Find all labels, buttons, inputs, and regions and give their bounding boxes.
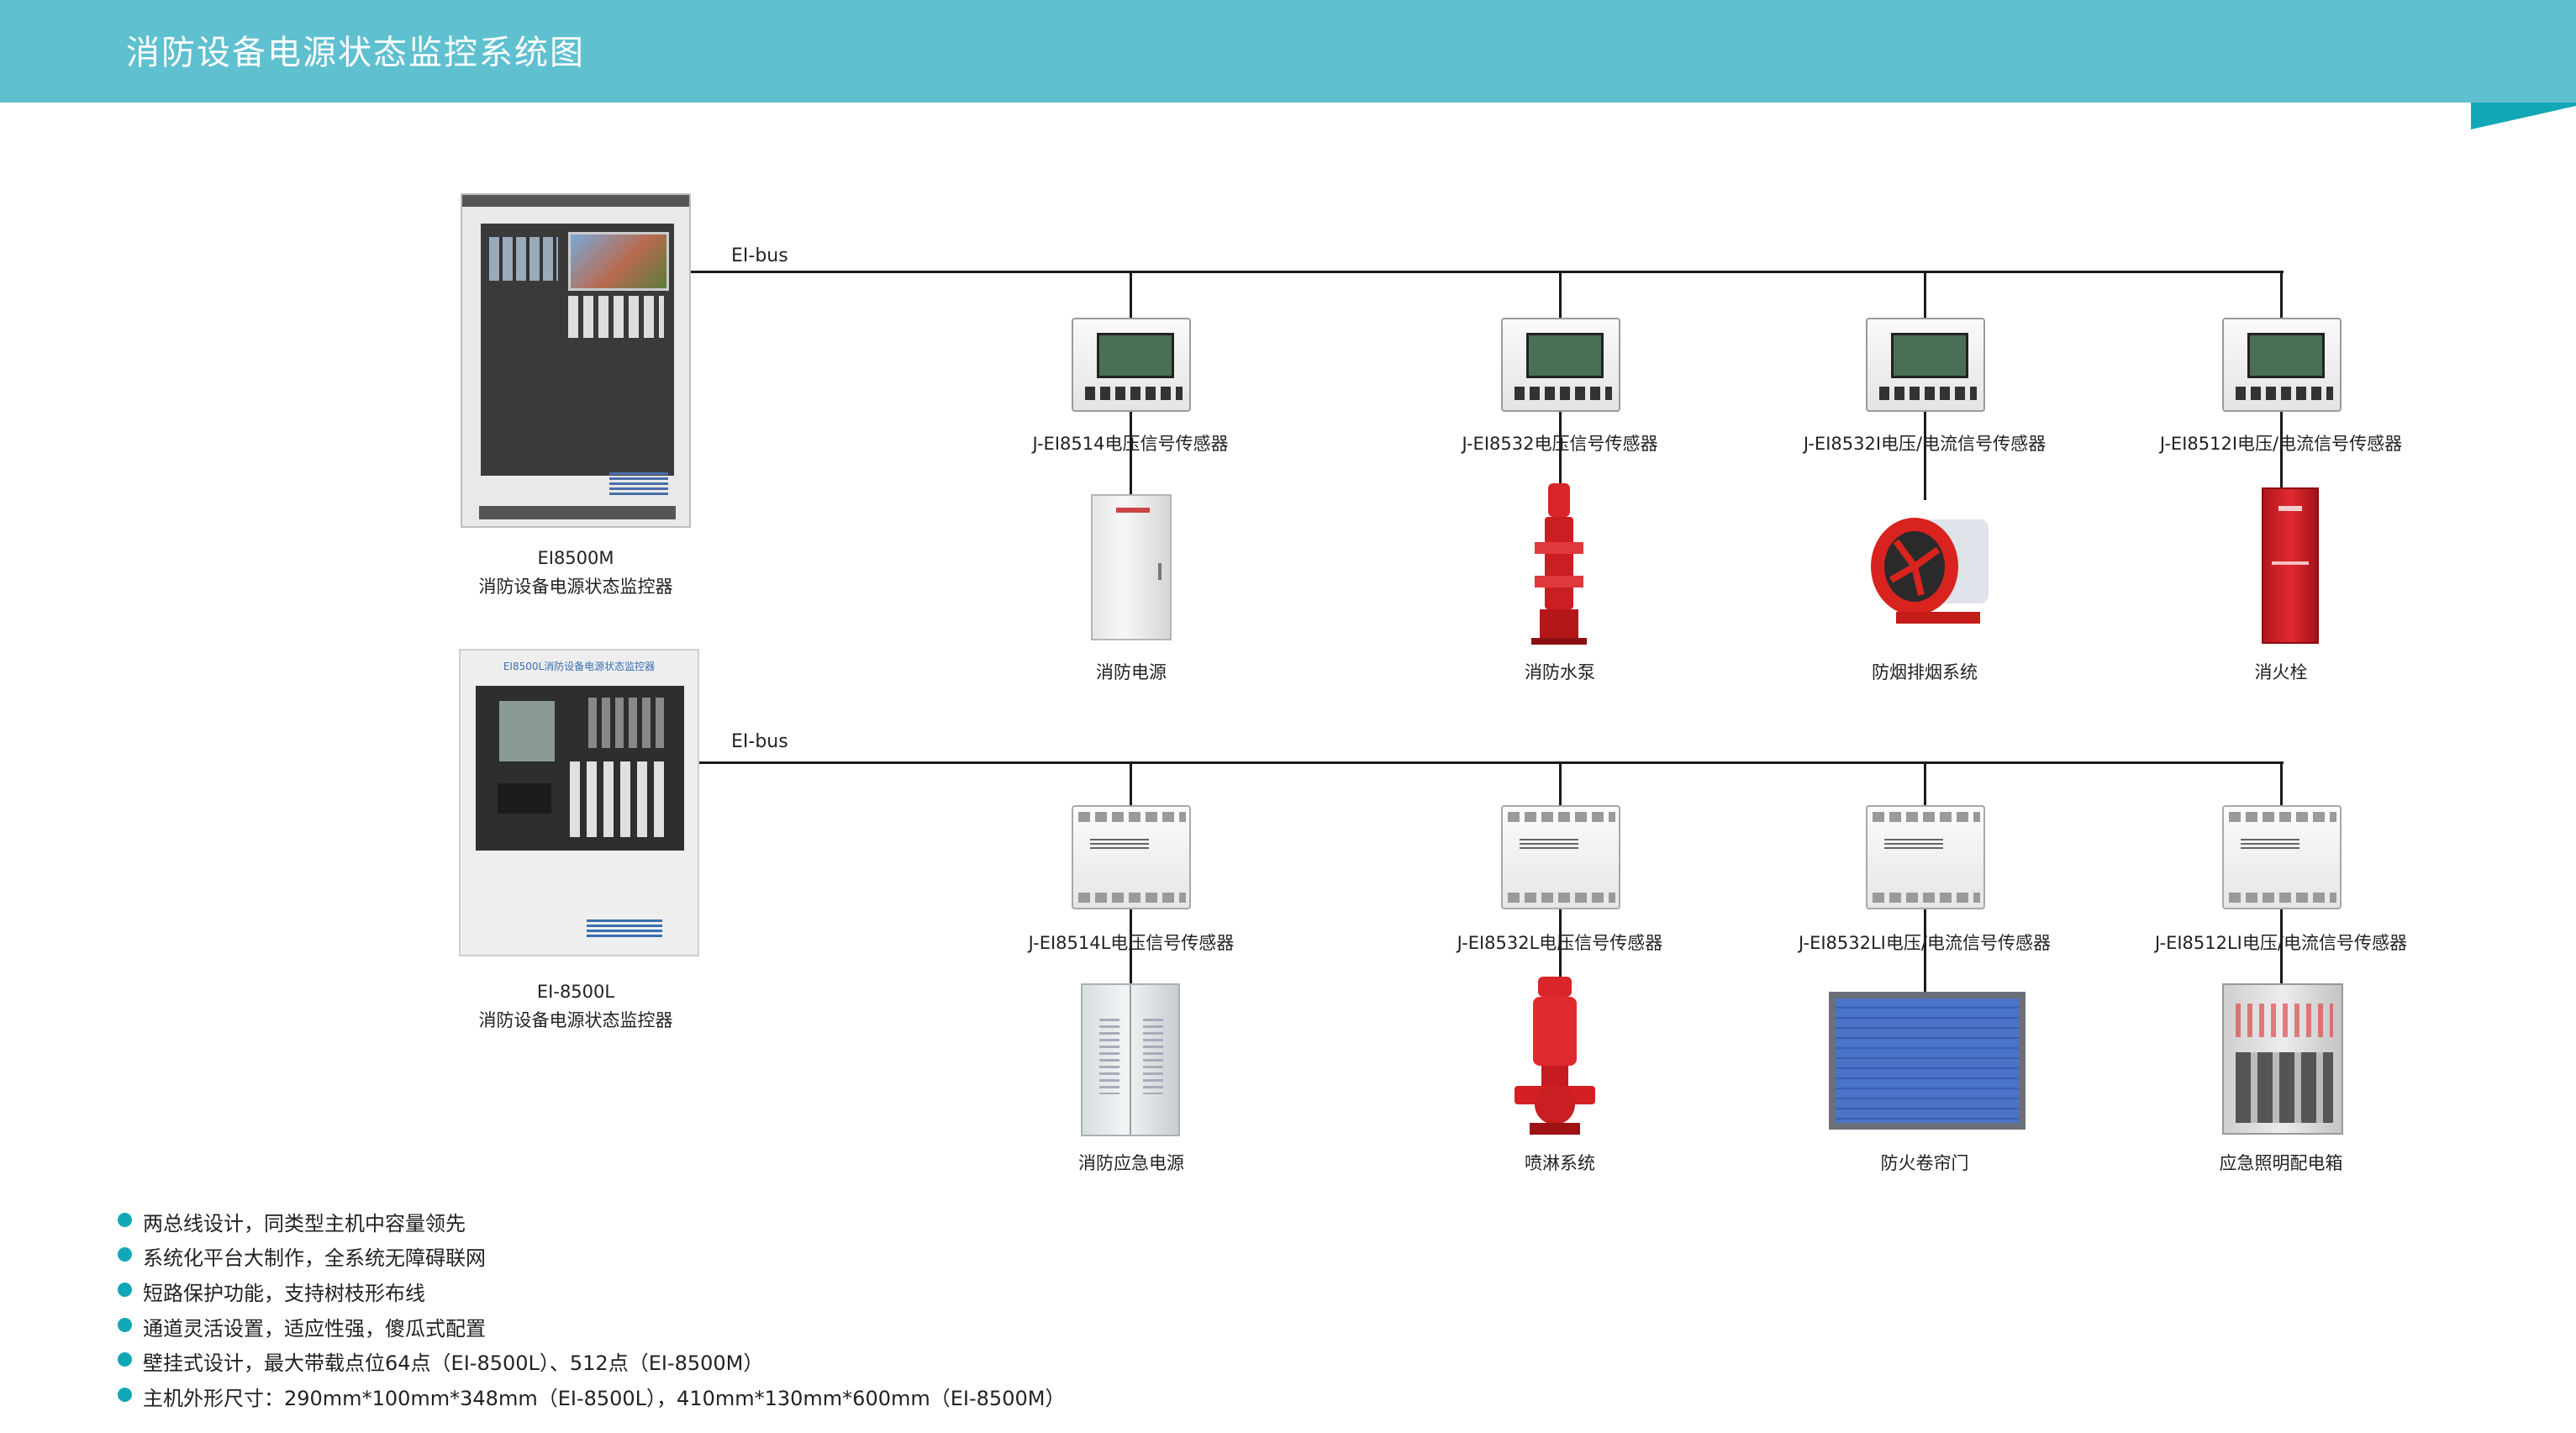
header-bar xyxy=(0,0,2576,103)
bus2-drop-2 xyxy=(1559,761,1562,807)
bus1-drop-2 xyxy=(1559,271,1562,318)
bullet-dot-icon xyxy=(118,1388,132,1402)
bus2-sensor-4-image xyxy=(2222,805,2342,909)
bus1-sensor-3-image xyxy=(1866,318,1985,412)
bus2-sensor-3-label: J-EI8532LI电压/电流信号传感器 xyxy=(1799,933,2051,953)
fire-shutter-door-image xyxy=(1829,992,2026,1130)
bus1-sensor-4-image xyxy=(2222,318,2342,412)
feature-item-6: 主机外形尺寸：290mm*100mm*348mm（EI-8500L），410mm… xyxy=(118,1382,1066,1411)
bullet-dot-icon xyxy=(118,1318,132,1332)
bus1-device-1-label: 消防电源 xyxy=(1096,662,1167,682)
bus2-device-4-label: 应急照明配电箱 xyxy=(2219,1153,2343,1173)
bus2-sensor-1-label: J-EI8514L电压信号传感器 xyxy=(1028,933,1235,953)
bus1-link-4 xyxy=(2280,412,2283,500)
feature-item-1: 两总线设计，同类型主机中容量领先 xyxy=(118,1207,466,1236)
bullet-dot-icon xyxy=(118,1352,132,1367)
bus2-sensor-2-label: J-EI8532L电压信号传感器 xyxy=(1457,933,1663,953)
bus1-device-2-label: 消防水泵 xyxy=(1525,662,1595,682)
bus2-sensor-4-label: J-EI8512LI电压/电流信号传感器 xyxy=(2155,933,2407,953)
bus2-sensor-2-image xyxy=(1501,805,1620,909)
controller-ei8500l-image: EI8500L消防设备电源状态监控器 xyxy=(459,649,699,956)
fire-hydrant-box-image xyxy=(2262,487,2319,644)
fire-pump-image xyxy=(1531,483,1587,645)
feature-item-3: 短路保护功能，支持树枝形布线 xyxy=(118,1277,425,1306)
bus1-label: EI-bus xyxy=(731,245,788,266)
bus1-sensor-1-image xyxy=(1072,318,1191,412)
page-title: 消防设备电源状态监控系统图 xyxy=(126,34,585,72)
bus1-drop-4 xyxy=(2280,271,2283,318)
feature-text: 两总线设计，同类型主机中容量领先 xyxy=(143,1212,466,1235)
bus1-drop-3 xyxy=(1924,271,1926,318)
bus1-drop-1 xyxy=(1130,271,1132,318)
bus1-sensor-2-label: J-EI8532电压信号传感器 xyxy=(1462,434,1658,454)
controller-ei8500l-model: EI-8500L xyxy=(536,982,615,1002)
bus1-link-1 xyxy=(1130,412,1132,500)
bullet-dot-icon xyxy=(118,1283,132,1297)
controller-ei8500l-name: 消防设备电源状态监控器 xyxy=(478,1010,673,1030)
header-corner-accent xyxy=(2471,103,2576,129)
bus2-link-3 xyxy=(1924,909,1926,992)
controller-ei8500l-panel-header: EI8500L消防设备电源状态监控器 xyxy=(503,661,656,672)
bus1-device-3-label: 防烟排烟系统 xyxy=(1872,662,1978,682)
bus1-link-3 xyxy=(1924,412,1926,500)
bus2-drop-1 xyxy=(1130,761,1132,807)
bus1-sensor-2-image xyxy=(1501,318,1620,412)
bus1-sensor-4-label: J-EI8512I电压/电流信号传感器 xyxy=(2159,434,2403,454)
bus2-device-3-label: 防火卷帘门 xyxy=(1880,1153,1969,1173)
bus2-drop-4 xyxy=(2280,761,2283,807)
bus2-sensor-1-image xyxy=(1072,805,1191,909)
feature-text: 通道灵活设置，适应性强，傻瓜式配置 xyxy=(143,1317,486,1341)
bus2-drop-3 xyxy=(1924,761,1926,807)
bus2-device-1-label: 消防应急电源 xyxy=(1078,1153,1184,1173)
controller-ei8500m-name: 消防设备电源状态监控器 xyxy=(478,577,673,597)
feature-item-4: 通道灵活设置，适应性强，傻瓜式配置 xyxy=(118,1312,486,1341)
smoke-exhaust-fan-image xyxy=(1871,518,1989,624)
feature-text: 短路保护功能，支持树枝形布线 xyxy=(143,1282,425,1305)
bus1-sensor-1-label: J-EI8514电压信号传感器 xyxy=(1032,434,1229,454)
sprinkler-pump-image xyxy=(1515,977,1595,1135)
feature-item-2: 系统化平台大制作，全系统无障碍联网 xyxy=(118,1241,486,1271)
bus2-link-1 xyxy=(1130,909,1132,992)
bus2-device-2-label: 喷淋系统 xyxy=(1525,1153,1595,1173)
feature-text: 系统化平台大制作，全系统无障碍联网 xyxy=(143,1246,486,1270)
bus1-link-2 xyxy=(1559,412,1562,500)
bus2-link-2 xyxy=(1559,909,1562,992)
emergency-power-cabinet-image xyxy=(1081,983,1180,1136)
bus1-device-4-label: 消火栓 xyxy=(2254,662,2308,682)
controller-ei8500m-model: EI8500M xyxy=(537,548,614,568)
emergency-lighting-box-image xyxy=(2222,983,2343,1135)
feature-item-5: 壁挂式设计，最大带载点位64点（EI-8500L）、512点（EI-8500M） xyxy=(118,1346,764,1376)
bus2-link-4 xyxy=(2280,909,2283,992)
bus1-line xyxy=(691,271,2284,273)
feature-text: 壁挂式设计，最大带载点位64点（EI-8500L）、512点（EI-8500M） xyxy=(143,1351,764,1375)
controller-ei8500m-image xyxy=(461,193,691,528)
feature-text: 主机外形尺寸：290mm*100mm*348mm（EI-8500L），410mm… xyxy=(143,1387,1066,1410)
fire-power-cabinet-image xyxy=(1091,494,1172,640)
bullet-dot-icon xyxy=(118,1213,132,1227)
bullet-dot-icon xyxy=(118,1247,132,1262)
bus2-sensor-3-image xyxy=(1866,805,1985,909)
bus2-line xyxy=(699,761,2284,764)
bus1-sensor-3-label: J-EI8532I电压/电流信号传感器 xyxy=(1803,434,2047,454)
bus2-label: EI-bus xyxy=(731,731,788,752)
